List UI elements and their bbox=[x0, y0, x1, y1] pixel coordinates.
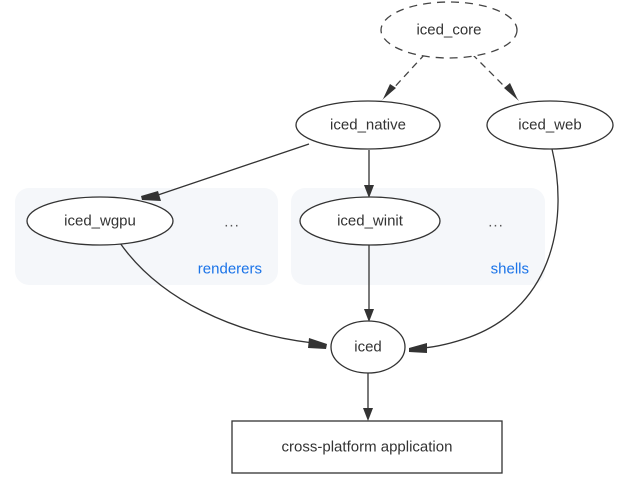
edge-iced-to-application-arrowhead bbox=[363, 408, 373, 421]
node-iced-web-label: iced_web bbox=[518, 117, 581, 134]
edge-iced-core-to-iced-native-arrowhead bbox=[381, 84, 396, 101]
node-iced-native-shape[interactable] bbox=[295, 100, 441, 150]
edge-iced-core-to-iced-web-arrowhead bbox=[504, 83, 519, 101]
node-iced-shape[interactable] bbox=[330, 320, 406, 374]
node-iced-native-label: iced_native bbox=[330, 117, 406, 134]
node-iced-wgpu[interactable]: iced_wgpu bbox=[26, 196, 174, 246]
node-iced-web-shape[interactable] bbox=[486, 100, 614, 150]
cluster-shells-label: shells bbox=[491, 261, 529, 278]
edge-iced-core-to-iced-native bbox=[381, 53, 426, 101]
node-application-label: cross-platform application bbox=[282, 439, 453, 456]
edge-iced-wgpu-to-iced bbox=[119, 242, 327, 349]
edge-iced-core-to-iced-web-line bbox=[471, 53, 511, 93]
node-iced-winit-label: iced_winit bbox=[337, 213, 404, 230]
edge-iced-native-to-iced-winit bbox=[364, 150, 374, 198]
edge-iced-to-application bbox=[363, 373, 373, 421]
node-application-shape[interactable] bbox=[231, 420, 503, 474]
edge-iced-winit-to-iced-arrowhead bbox=[364, 309, 374, 322]
edge-iced-wgpu-to-iced-line bbox=[119, 242, 314, 344]
node-iced-winit[interactable]: iced_winit bbox=[299, 196, 441, 246]
node-iced-winit-shape[interactable] bbox=[299, 196, 441, 246]
node-iced-web[interactable]: iced_web bbox=[486, 100, 614, 150]
edge-iced-native-to-iced-wgpu-arrowhead bbox=[141, 191, 161, 201]
edge-iced-winit-to-iced bbox=[364, 245, 374, 322]
edge-iced-core-to-iced-native-line bbox=[389, 53, 426, 93]
cluster-shells-ellipsis: ... bbox=[488, 214, 504, 231]
node-iced-wgpu-label: iced_wgpu bbox=[64, 213, 136, 230]
edge-iced-native-to-iced-wgpu bbox=[141, 143, 310, 201]
edge-iced-core-to-iced-web bbox=[471, 53, 519, 101]
edge-iced-wgpu-to-iced-arrowhead bbox=[308, 338, 327, 349]
node-iced-core-shape[interactable] bbox=[380, 1, 518, 59]
edge-iced-web-to-iced bbox=[409, 148, 559, 353]
node-application[interactable]: cross-platform application bbox=[231, 420, 503, 474]
cluster-renderers-label: renderers bbox=[198, 261, 262, 278]
cluster-renderers-ellipsis: ... bbox=[224, 214, 240, 231]
edge-iced-web-to-iced-line bbox=[422, 148, 559, 349]
node-iced-core-label: iced_core bbox=[416, 22, 481, 39]
node-iced-native[interactable]: iced_native bbox=[295, 100, 441, 150]
edge-iced-native-to-iced-winit-arrowhead bbox=[364, 185, 374, 198]
edge-iced-native-to-iced-wgpu-line bbox=[154, 143, 310, 197]
node-iced-label: iced bbox=[354, 339, 382, 356]
node-iced[interactable]: iced bbox=[330, 320, 406, 374]
edge-iced-web-to-iced-arrowhead bbox=[409, 343, 427, 353]
node-iced-core[interactable]: iced_core bbox=[380, 1, 518, 59]
node-iced-wgpu-shape[interactable] bbox=[26, 196, 174, 246]
